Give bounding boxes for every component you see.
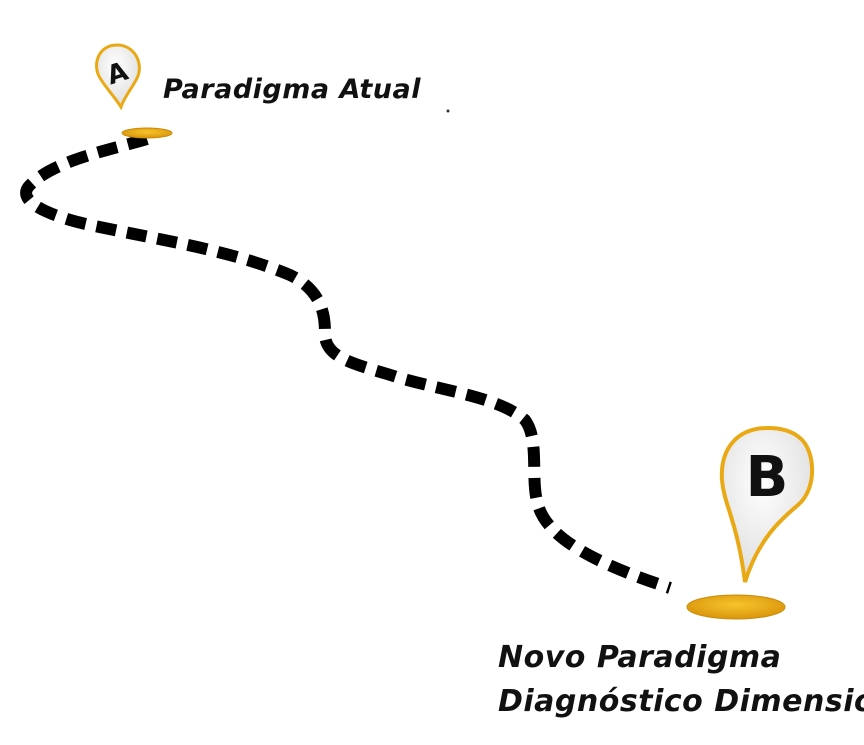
start-base-disc (121, 127, 173, 139)
stray-dot (446, 109, 450, 113)
start-marker-pin-icon: A (95, 43, 141, 111)
end-base-disc (686, 594, 786, 620)
end-marker-letter: B (746, 445, 789, 510)
dashed-path (20, 133, 672, 594)
end-label-line2: Diagnóstico Dimensional (498, 684, 864, 719)
start-label: Paradigma Atual (163, 74, 422, 105)
end-marker-pin-icon: B (719, 425, 815, 583)
end-label-line1: Novo Paradigma (498, 640, 782, 675)
